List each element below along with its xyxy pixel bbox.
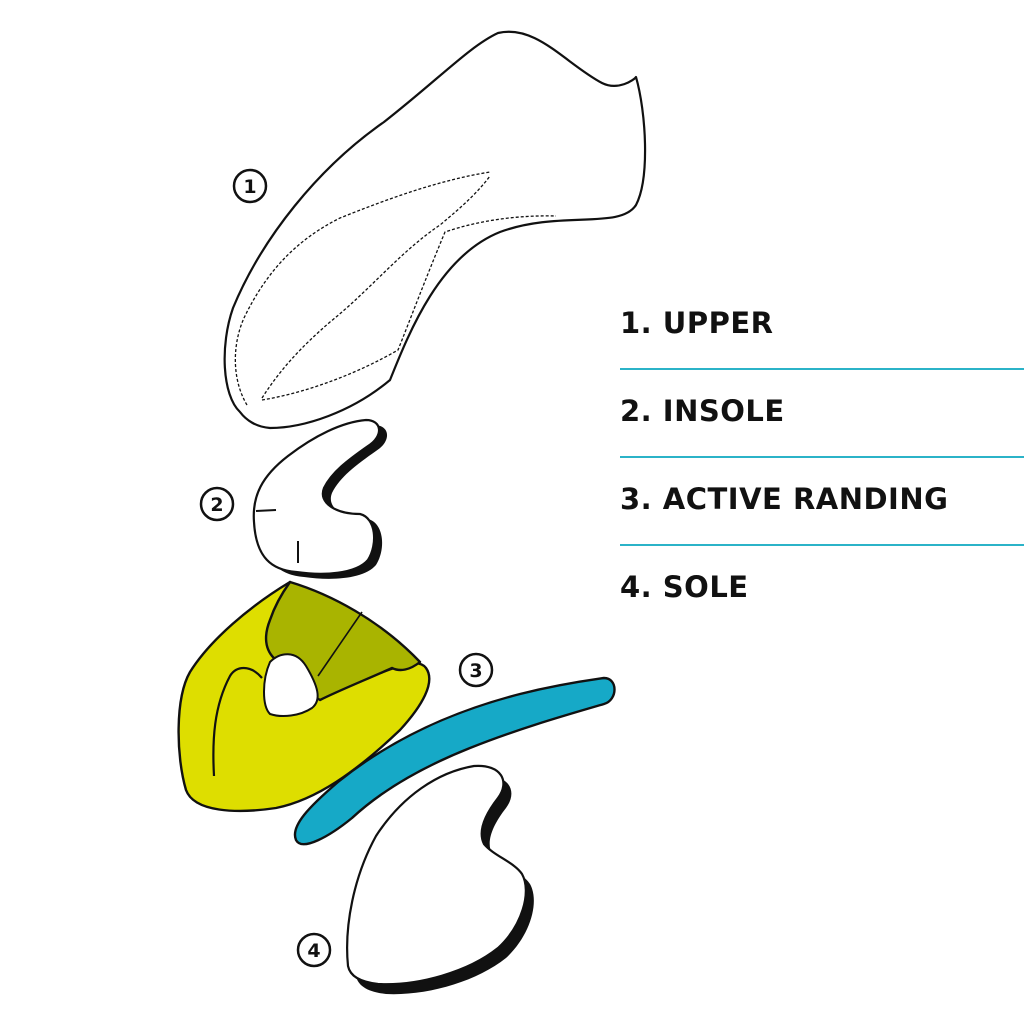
callout-1: 1 (232, 168, 268, 204)
upper-outline (223, 30, 647, 430)
callout-3-circle (458, 652, 494, 688)
sole-part (346, 764, 534, 995)
randing-inner-line (212, 666, 263, 777)
callout-4: 4 (296, 932, 332, 968)
legend-label-upper: 1. UPPER (620, 306, 774, 340)
legend-item-active-randing: 3. ACTIVE RANDING (620, 468, 1024, 556)
insole-outline (252, 418, 381, 575)
legend-item-upper: 1. UPPER (620, 292, 1024, 380)
upper-stitch-bottom (261, 215, 557, 401)
legend-divider (620, 368, 1024, 370)
callout-3-number: 3 (469, 660, 482, 682)
legend-label-active-randing: 3. ACTIVE RANDING (620, 482, 949, 516)
callout-2-circle (199, 486, 235, 522)
legend-label-sole: 4. SOLE (620, 570, 749, 604)
insole-part (252, 418, 388, 579)
insole-notch-left (255, 509, 277, 512)
callout-2-number: 2 (210, 494, 223, 516)
legend-divider (620, 544, 1024, 546)
callout-1-number: 1 (243, 176, 256, 198)
blue-strip-part (293, 676, 616, 846)
randing-seam (317, 611, 363, 677)
legend-label-insole: 2. INSOLE (620, 394, 785, 428)
legend-item-sole: 4. SOLE (620, 556, 1024, 644)
upper-stitch-inner (261, 175, 491, 399)
active-randing-part (177, 580, 431, 813)
upper-stitch-outer (234, 171, 491, 406)
callout-3: 3 (458, 652, 494, 688)
callout-4-number: 4 (307, 940, 320, 962)
legend-divider (620, 456, 1024, 458)
parts-legend: 1. UPPER 2. INSOLE 3. ACTIVE RANDING 4. … (620, 292, 1024, 644)
upper-part (223, 30, 647, 430)
callout-1-circle (232, 168, 268, 204)
callout-2: 2 (199, 486, 235, 522)
legend-item-insole: 2. INSOLE (620, 380, 1024, 468)
callout-4-circle (296, 932, 332, 968)
randing-cutout (263, 653, 319, 717)
sole-outline (346, 764, 527, 986)
